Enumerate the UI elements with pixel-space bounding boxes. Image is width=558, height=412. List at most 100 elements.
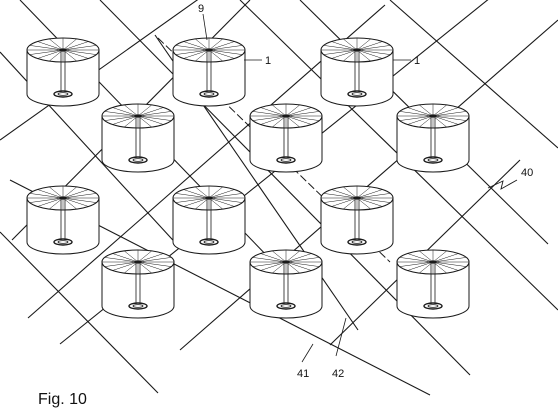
lattice-line (389, 0, 558, 149)
spoke (208, 38, 223, 51)
cylinder-unit (172, 37, 246, 107)
cylinder-unit (396, 103, 470, 173)
spoke (37, 197, 64, 207)
cylinder-unit (101, 103, 175, 173)
spoke (343, 38, 358, 51)
spoke (208, 197, 243, 203)
spoke (104, 257, 139, 263)
hub (59, 48, 67, 52)
cylinder-body (249, 115, 323, 173)
spoke (252, 111, 287, 117)
bottom-ring-inner (280, 304, 292, 308)
hub (429, 114, 437, 118)
cylinder-body (320, 49, 394, 107)
spoke (183, 189, 210, 199)
cylinder-body (172, 197, 246, 255)
bottom-ring (199, 90, 219, 98)
bottom-ring (347, 238, 367, 246)
spoke (124, 250, 139, 263)
spoke (252, 115, 287, 121)
spoke (208, 49, 243, 55)
spoke (112, 261, 139, 271)
label-1-left: 1 (265, 55, 271, 67)
spoke (285, 104, 300, 117)
figure-caption: Fig. 10 (38, 391, 87, 408)
spoke (272, 250, 287, 263)
bottom-ring (423, 156, 443, 164)
hub (134, 114, 142, 118)
spoke (137, 261, 164, 271)
spoke (252, 261, 287, 267)
hub (205, 48, 213, 52)
hub (353, 196, 361, 200)
label-1-right: 1 (414, 55, 420, 67)
spoke (432, 111, 467, 117)
spoke (285, 107, 312, 117)
spoke (137, 111, 172, 117)
cylinder-body (396, 115, 470, 173)
cylinder-unit (26, 37, 100, 107)
spoke (285, 250, 300, 263)
spoke (323, 45, 358, 51)
spoke (37, 49, 64, 59)
spoke (37, 41, 64, 51)
spoke (285, 261, 312, 271)
spoke (432, 115, 467, 121)
spoke (195, 186, 210, 199)
spoke (62, 49, 97, 55)
spoke (208, 49, 235, 59)
bottom-ring (128, 156, 148, 164)
spoke (356, 38, 371, 51)
spoke (112, 107, 139, 117)
bottom-ring-inner (280, 158, 292, 162)
bottom-ring-inner (351, 240, 363, 244)
bottom-ring-inner (427, 304, 439, 308)
spoke (112, 115, 139, 125)
spoke (356, 189, 383, 199)
spoke (208, 41, 235, 51)
spoke (137, 115, 164, 125)
cylinder-unit (172, 185, 246, 255)
spoke (356, 41, 383, 51)
cylinder-unit (320, 37, 394, 107)
cylinder-body (26, 197, 100, 255)
spoke (137, 253, 164, 263)
hub (134, 260, 142, 264)
spoke (419, 250, 434, 263)
spoke (29, 49, 64, 55)
spoke (399, 257, 434, 263)
spoke (208, 189, 235, 199)
spoke (285, 257, 320, 263)
spoke (285, 253, 312, 263)
spoke (432, 107, 459, 117)
cylinder-body (101, 261, 175, 319)
spoke (331, 49, 358, 59)
spoke (331, 197, 358, 207)
bottom-ring-inner (351, 92, 363, 96)
lattice-line (179, 19, 558, 351)
spoke (49, 186, 64, 199)
spoke (356, 193, 391, 199)
spoke (432, 250, 447, 263)
spoke (356, 197, 391, 203)
cylinder-body (101, 115, 175, 173)
spoke (62, 45, 97, 51)
cylinder-unit (396, 249, 470, 319)
spoke (62, 197, 89, 207)
spoke (137, 250, 152, 263)
bottom-ring-inner (203, 92, 215, 96)
spoke (323, 197, 358, 203)
label-42: 42 (332, 368, 344, 380)
cylinder-unit (249, 103, 323, 173)
bottom-ring-inner (57, 92, 69, 96)
spoke (331, 189, 358, 199)
spoke (62, 193, 97, 199)
spoke (399, 115, 434, 121)
bottom-ring-inner (203, 240, 215, 244)
spoke (260, 115, 287, 125)
spoke (183, 41, 210, 51)
spoke (62, 186, 77, 199)
hub (282, 114, 290, 118)
spoke (432, 257, 467, 263)
bottom-ring-inner (132, 304, 144, 308)
